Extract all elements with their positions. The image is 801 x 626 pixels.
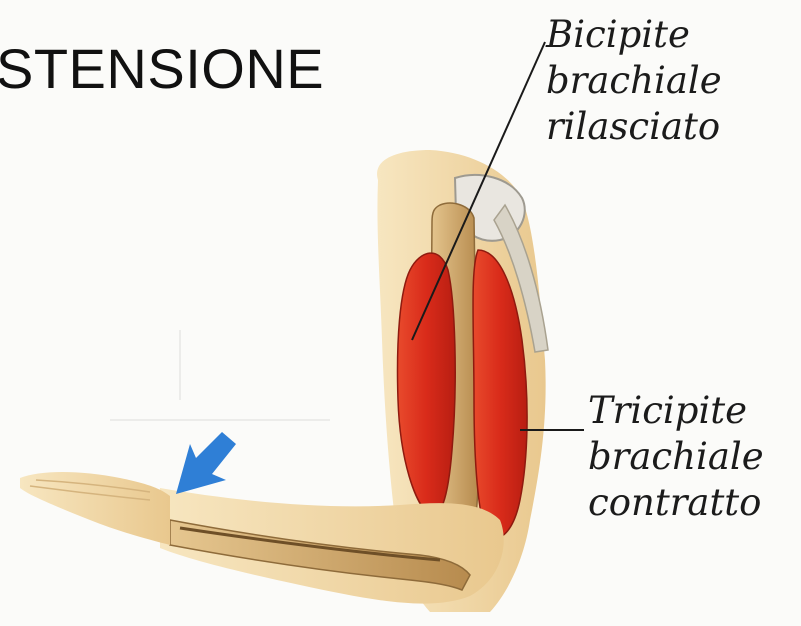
tricipite-label-line-3: contratto xyxy=(588,480,764,526)
bicipite-label-line-3: rilasciato xyxy=(546,104,722,150)
tricipite-label-line-1: Tricipite xyxy=(588,388,764,434)
faint-background-lines xyxy=(110,330,330,420)
arrow-down-left-icon xyxy=(176,432,236,494)
bicipite-label-line-2: brachiale xyxy=(546,58,722,104)
tricipite-label-line-2: brachiale xyxy=(588,434,764,480)
hand xyxy=(20,472,170,545)
bicipite-label: Bicipite brachiale rilasciato xyxy=(546,12,722,150)
tricipite-label: Tricipite brachiale contratto xyxy=(588,388,764,526)
bicipite-label-line-1: Bicipite xyxy=(546,12,722,58)
page-title: STENSIONE xyxy=(0,36,324,101)
